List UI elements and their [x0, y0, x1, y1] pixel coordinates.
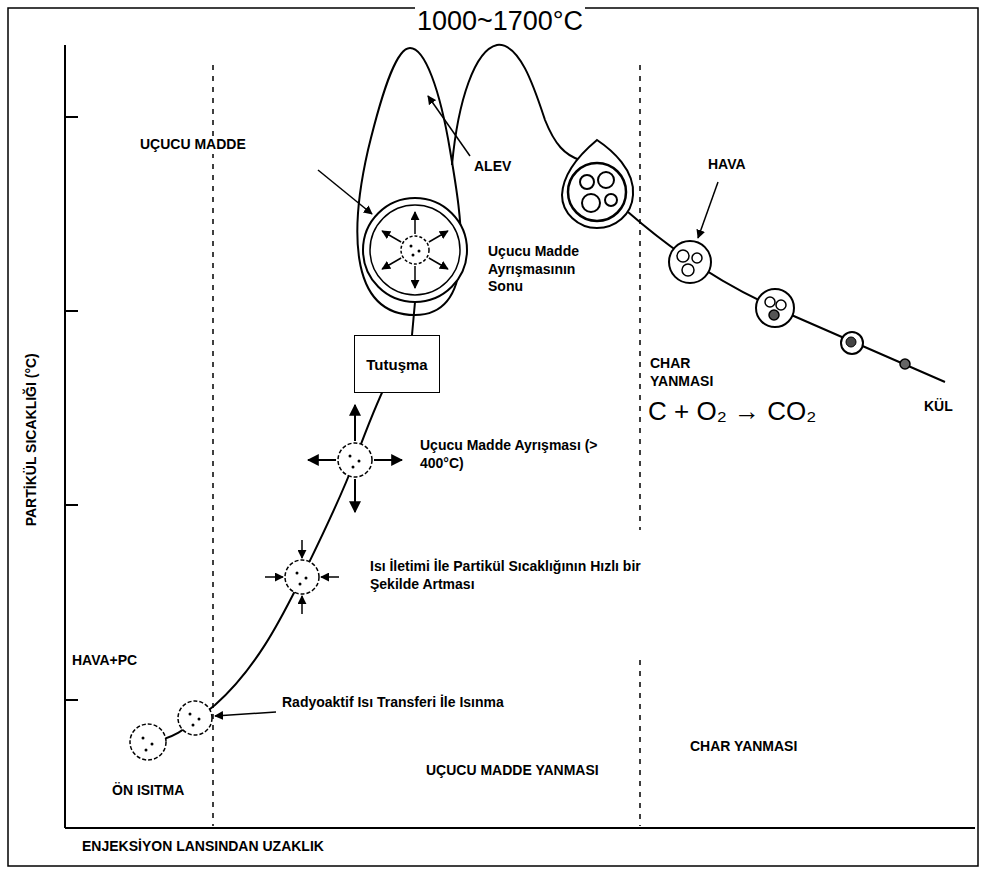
particle-dot [296, 572, 299, 575]
char-pore [692, 253, 702, 263]
char-pore [605, 194, 617, 206]
coal-particle [285, 560, 319, 594]
callout-label: UÇUCU MADDE [138, 136, 248, 154]
char-pore [582, 194, 600, 212]
leader-arrow [698, 182, 718, 238]
axis-tick [65, 504, 78, 506]
flame-envelope [562, 140, 633, 228]
release-arrow [382, 258, 401, 269]
particle-dot [412, 254, 415, 257]
char-pore [846, 337, 856, 347]
stage-note: Isı İletimi İle Partikül Sıcaklığının Hı… [368, 558, 664, 593]
char-particle [756, 289, 794, 327]
volatile-cloud [370, 205, 460, 295]
char-pore [677, 250, 689, 262]
release-arrow [374, 459, 402, 461]
zone-label: ÖN ISITMA [110, 782, 186, 800]
release-arrow [354, 479, 356, 512]
char-pore [598, 172, 614, 188]
zone-label: UÇUCU MADDE YANMASI [424, 762, 601, 780]
release-arrow [382, 231, 401, 242]
char-particle [669, 241, 711, 283]
release-arrow [414, 212, 416, 234]
leader-arrow [318, 170, 372, 214]
particle-dot [418, 250, 421, 253]
flame-loop [452, 45, 580, 165]
temperature-range: 1000~1700°C [415, 5, 585, 39]
particle-dot [349, 455, 352, 458]
stage-note: CHAR YANMASI [648, 355, 742, 390]
box-label: Tutuşma [366, 356, 427, 373]
axis-tick [65, 116, 78, 118]
zone-divider [639, 660, 641, 826]
particle-dot [305, 577, 308, 580]
ash-particle [900, 359, 910, 369]
zone-label: HAVA+PC [70, 652, 139, 670]
callout-label: ALEV [472, 158, 513, 176]
release-arrow [429, 231, 448, 242]
stage-note: Radyoaktif Isı Transferi İle Isınma [280, 694, 534, 712]
coal-particle [178, 701, 212, 735]
coal-particle [401, 236, 429, 264]
leader-arrow [428, 96, 470, 156]
char-pore [682, 264, 694, 276]
release-arrow [354, 405, 356, 441]
stage-note: Uçucu Madde Ayrışması (> 400°C) [418, 437, 604, 472]
char-pore [580, 175, 594, 189]
particle-dot [192, 724, 195, 727]
particle-dot [410, 245, 413, 248]
particle-dot [145, 749, 148, 752]
callout-label: HAVA [706, 156, 748, 174]
volatile-cloud [363, 198, 467, 302]
char-particle [841, 332, 863, 354]
axis-label: PARTİKÜL SICAKLIĞI (°C) [23, 351, 41, 528]
heat-arrow [265, 576, 283, 578]
particle-dot [189, 713, 192, 716]
particle-dot [358, 460, 361, 463]
char-particle [568, 163, 626, 221]
char-pore [776, 300, 786, 310]
particle-dot [198, 718, 201, 721]
reaction-equation: C + O₂ → CO₂ [646, 395, 818, 428]
zone-divider [639, 65, 641, 530]
release-arrow [414, 266, 416, 288]
coal-particle [338, 443, 372, 477]
axis-label: ENJEKSİYON LANSINDAN UZAKLIK [80, 838, 326, 856]
process-box: Tutuşma [354, 335, 440, 393]
stage-note: Uçucu Madde Ayrışmasının Sonu [486, 243, 598, 296]
heat-arrow [321, 576, 339, 578]
release-arrow [429, 258, 448, 269]
particle-dot [142, 737, 145, 740]
x-axis [65, 827, 975, 829]
heat-arrow [301, 596, 303, 614]
axis-tick [65, 699, 78, 701]
figure-frame [8, 8, 978, 866]
stage-note: KÜL [922, 398, 955, 416]
axis-tick [65, 310, 78, 312]
particle-dot [299, 583, 302, 586]
char-pore [765, 297, 775, 307]
heat-arrow [301, 540, 303, 558]
zone-label: CHAR YANMASI [688, 738, 799, 756]
zone-divider [212, 65, 214, 826]
release-arrow [308, 459, 336, 461]
coal-particle [130, 724, 166, 760]
particle-dot [151, 743, 154, 746]
char-pore [769, 310, 779, 320]
particle-dot [352, 466, 355, 469]
leader-arrow [215, 712, 276, 716]
y-axis [64, 45, 66, 828]
